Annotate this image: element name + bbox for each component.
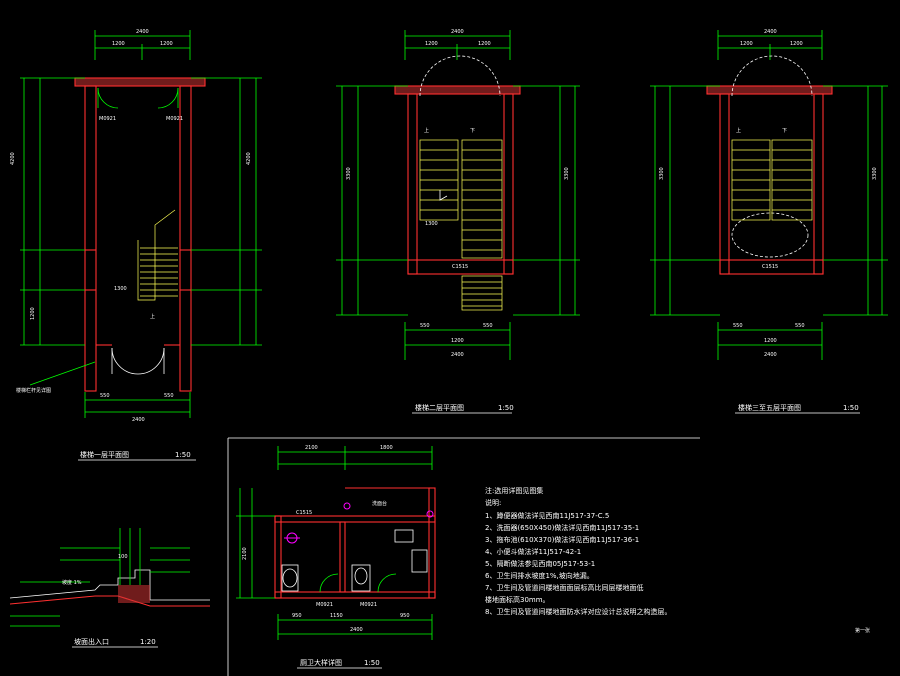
note-item: 7、卫生间及管道间楼地面面层标高比同层楼地面低 xyxy=(485,583,643,592)
toilet-basin-label: 洗面台 xyxy=(372,500,387,507)
plan1-handrail-note: 楼梯栏杆见详图 xyxy=(16,387,51,394)
plan2-dim-left-height: 3300 xyxy=(346,167,352,180)
plan2-dim-top-right: 1200 xyxy=(478,41,491,47)
plan3-dim-bottom-total: 2400 xyxy=(764,352,777,358)
ramp-scale: 1:20 xyxy=(140,638,156,646)
plan2-dim-bottom-right: 550 xyxy=(483,323,493,329)
plan1-door-right-label: M0921 xyxy=(166,116,183,122)
toilet-dim-bottom-2: 1150 xyxy=(330,613,343,619)
plan3-dim-top-right: 1200 xyxy=(790,41,803,47)
plan3-title: 楼梯三至五层平面图 xyxy=(738,403,801,412)
plan3-dim-bottom-right: 550 xyxy=(795,323,805,329)
design-notes: 注:选用详图见图集 说明: 1、蹲便器做法详见西南11J517-37-C.5 2… xyxy=(485,486,870,634)
page-label: 第一张 xyxy=(855,627,870,634)
note-item: 8、卫生间及管道间楼地面防水详对应设计总说明之构造层。 xyxy=(485,607,671,616)
ramp-section: 坡度 1% 100 坡面出入口 1:20 xyxy=(9,528,210,648)
stair-plan-level-1: 2400 1200 1200 M0921 M0921 xyxy=(10,29,262,461)
toilet-door-2: M0921 xyxy=(360,602,377,608)
plan1-title: 楼梯一层平面图 xyxy=(80,450,129,459)
plan2-up-label: 上 xyxy=(424,127,429,134)
toilet-dim-bottom-total: 2400 xyxy=(350,627,363,633)
plan3-up-label: 上 xyxy=(736,127,741,134)
plan1-dim-right-height: 4200 xyxy=(246,152,252,165)
toilet-dim-top-right: 1800 xyxy=(380,445,393,451)
plan2-title: 楼梯二层平面图 xyxy=(415,403,464,412)
plan2-dim-bottom-total: 2400 xyxy=(451,352,464,358)
plan2-dim-bottom-mid: 1200 xyxy=(451,338,464,344)
plan1-dim-top-right: 1200 xyxy=(160,41,173,47)
plan1-dim-bottom-left: 550 xyxy=(100,393,110,399)
toilet-dim-bottom-1: 950 xyxy=(292,613,302,619)
toilet-dim-left: 2100 xyxy=(242,547,248,560)
note-item: 3、拖布池(610X370)做法详见西南11J517-36-1 xyxy=(485,535,639,544)
plan3-dim-bottom-mid: 1200 xyxy=(764,338,777,344)
ramp-dim-1: 100 xyxy=(118,554,128,560)
stair-plan-level-3-5: 2400 1200 1200 上 下 C151 xyxy=(650,29,888,414)
plan2-scale: 1:50 xyxy=(498,404,514,412)
plan1-door-left-label: M0921 xyxy=(99,116,116,122)
toilet-window-label: C1515 xyxy=(296,510,312,516)
notes-subheading: 说明: xyxy=(485,498,501,507)
plan2-dim-mid: 1300 xyxy=(425,221,438,227)
note-item: 1、蹲便器做法详见西南11J517-37-C.5 xyxy=(485,511,609,520)
plan3-window-label: C1515 xyxy=(762,264,778,270)
ramp-title: 坡面出入口 xyxy=(74,637,109,646)
plan3-dim-bottom-left: 550 xyxy=(733,323,743,329)
plan3-dim-right-height: 3300 xyxy=(872,167,878,180)
plan3-dim-top-left: 1200 xyxy=(740,41,753,47)
plan1-dim-bottom-total: 2400 xyxy=(132,417,145,423)
note-item: 5、隔断做法参见西南05J517-53-1 xyxy=(485,559,595,568)
plan2-dim-top-total: 2400 xyxy=(451,29,464,35)
toilet-title: 厕卫大样详图 xyxy=(300,658,342,667)
plan1-scale: 1:50 xyxy=(175,451,191,459)
toilet-detail: 2100 1800 C1515 洗面台 M0921 M0921 2100 xyxy=(227,437,700,676)
plan1-dim-top-left: 1200 xyxy=(112,41,125,47)
stair-plan-level-2: 2400 1200 1200 xyxy=(336,29,580,414)
ramp-slope-label: 坡度 1% xyxy=(62,579,82,586)
note-item: 楼地面标高30mm。 xyxy=(485,595,550,604)
plan1-dim-mid: 1300 xyxy=(114,286,127,292)
plan1-dim-left-bottom: 1200 xyxy=(30,307,36,320)
plan2-dim-bottom-left: 550 xyxy=(420,323,430,329)
plan2-dn-label: 下 xyxy=(470,128,475,134)
plan1-dim-bottom-right: 550 xyxy=(164,393,174,399)
note-item: 4、小便斗做法详11J517-42-1 xyxy=(485,547,581,556)
plan2-window-label: C1515 xyxy=(452,264,468,270)
plan3-dim-left-height: 3300 xyxy=(659,167,665,180)
plan1-up-label: 上 xyxy=(150,313,155,320)
toilet-door-1: M0921 xyxy=(316,602,333,608)
toilet-scale: 1:50 xyxy=(364,659,380,667)
plan3-dn-label: 下 xyxy=(782,128,787,134)
notes-heading: 注:选用详图见图集 xyxy=(485,486,543,495)
note-item: 6、卫生间排水坡度1%,坡向地漏。 xyxy=(485,571,594,580)
note-item: 2、洗面器(650X450)做法详见西南11J517-35-1 xyxy=(485,523,639,532)
plan1-dim-left-height: 4200 xyxy=(10,152,16,165)
plan2-dim-right-height: 3300 xyxy=(564,167,570,180)
plan3-dim-top-total: 2400 xyxy=(764,29,777,35)
plan3-scale: 1:50 xyxy=(843,404,859,412)
plan1-dim-top-total: 2400 xyxy=(136,29,149,35)
toilet-dim-bottom-3: 950 xyxy=(400,613,410,619)
toilet-dim-top-left: 2100 xyxy=(305,445,318,451)
plan2-dim-top-left: 1200 xyxy=(425,41,438,47)
